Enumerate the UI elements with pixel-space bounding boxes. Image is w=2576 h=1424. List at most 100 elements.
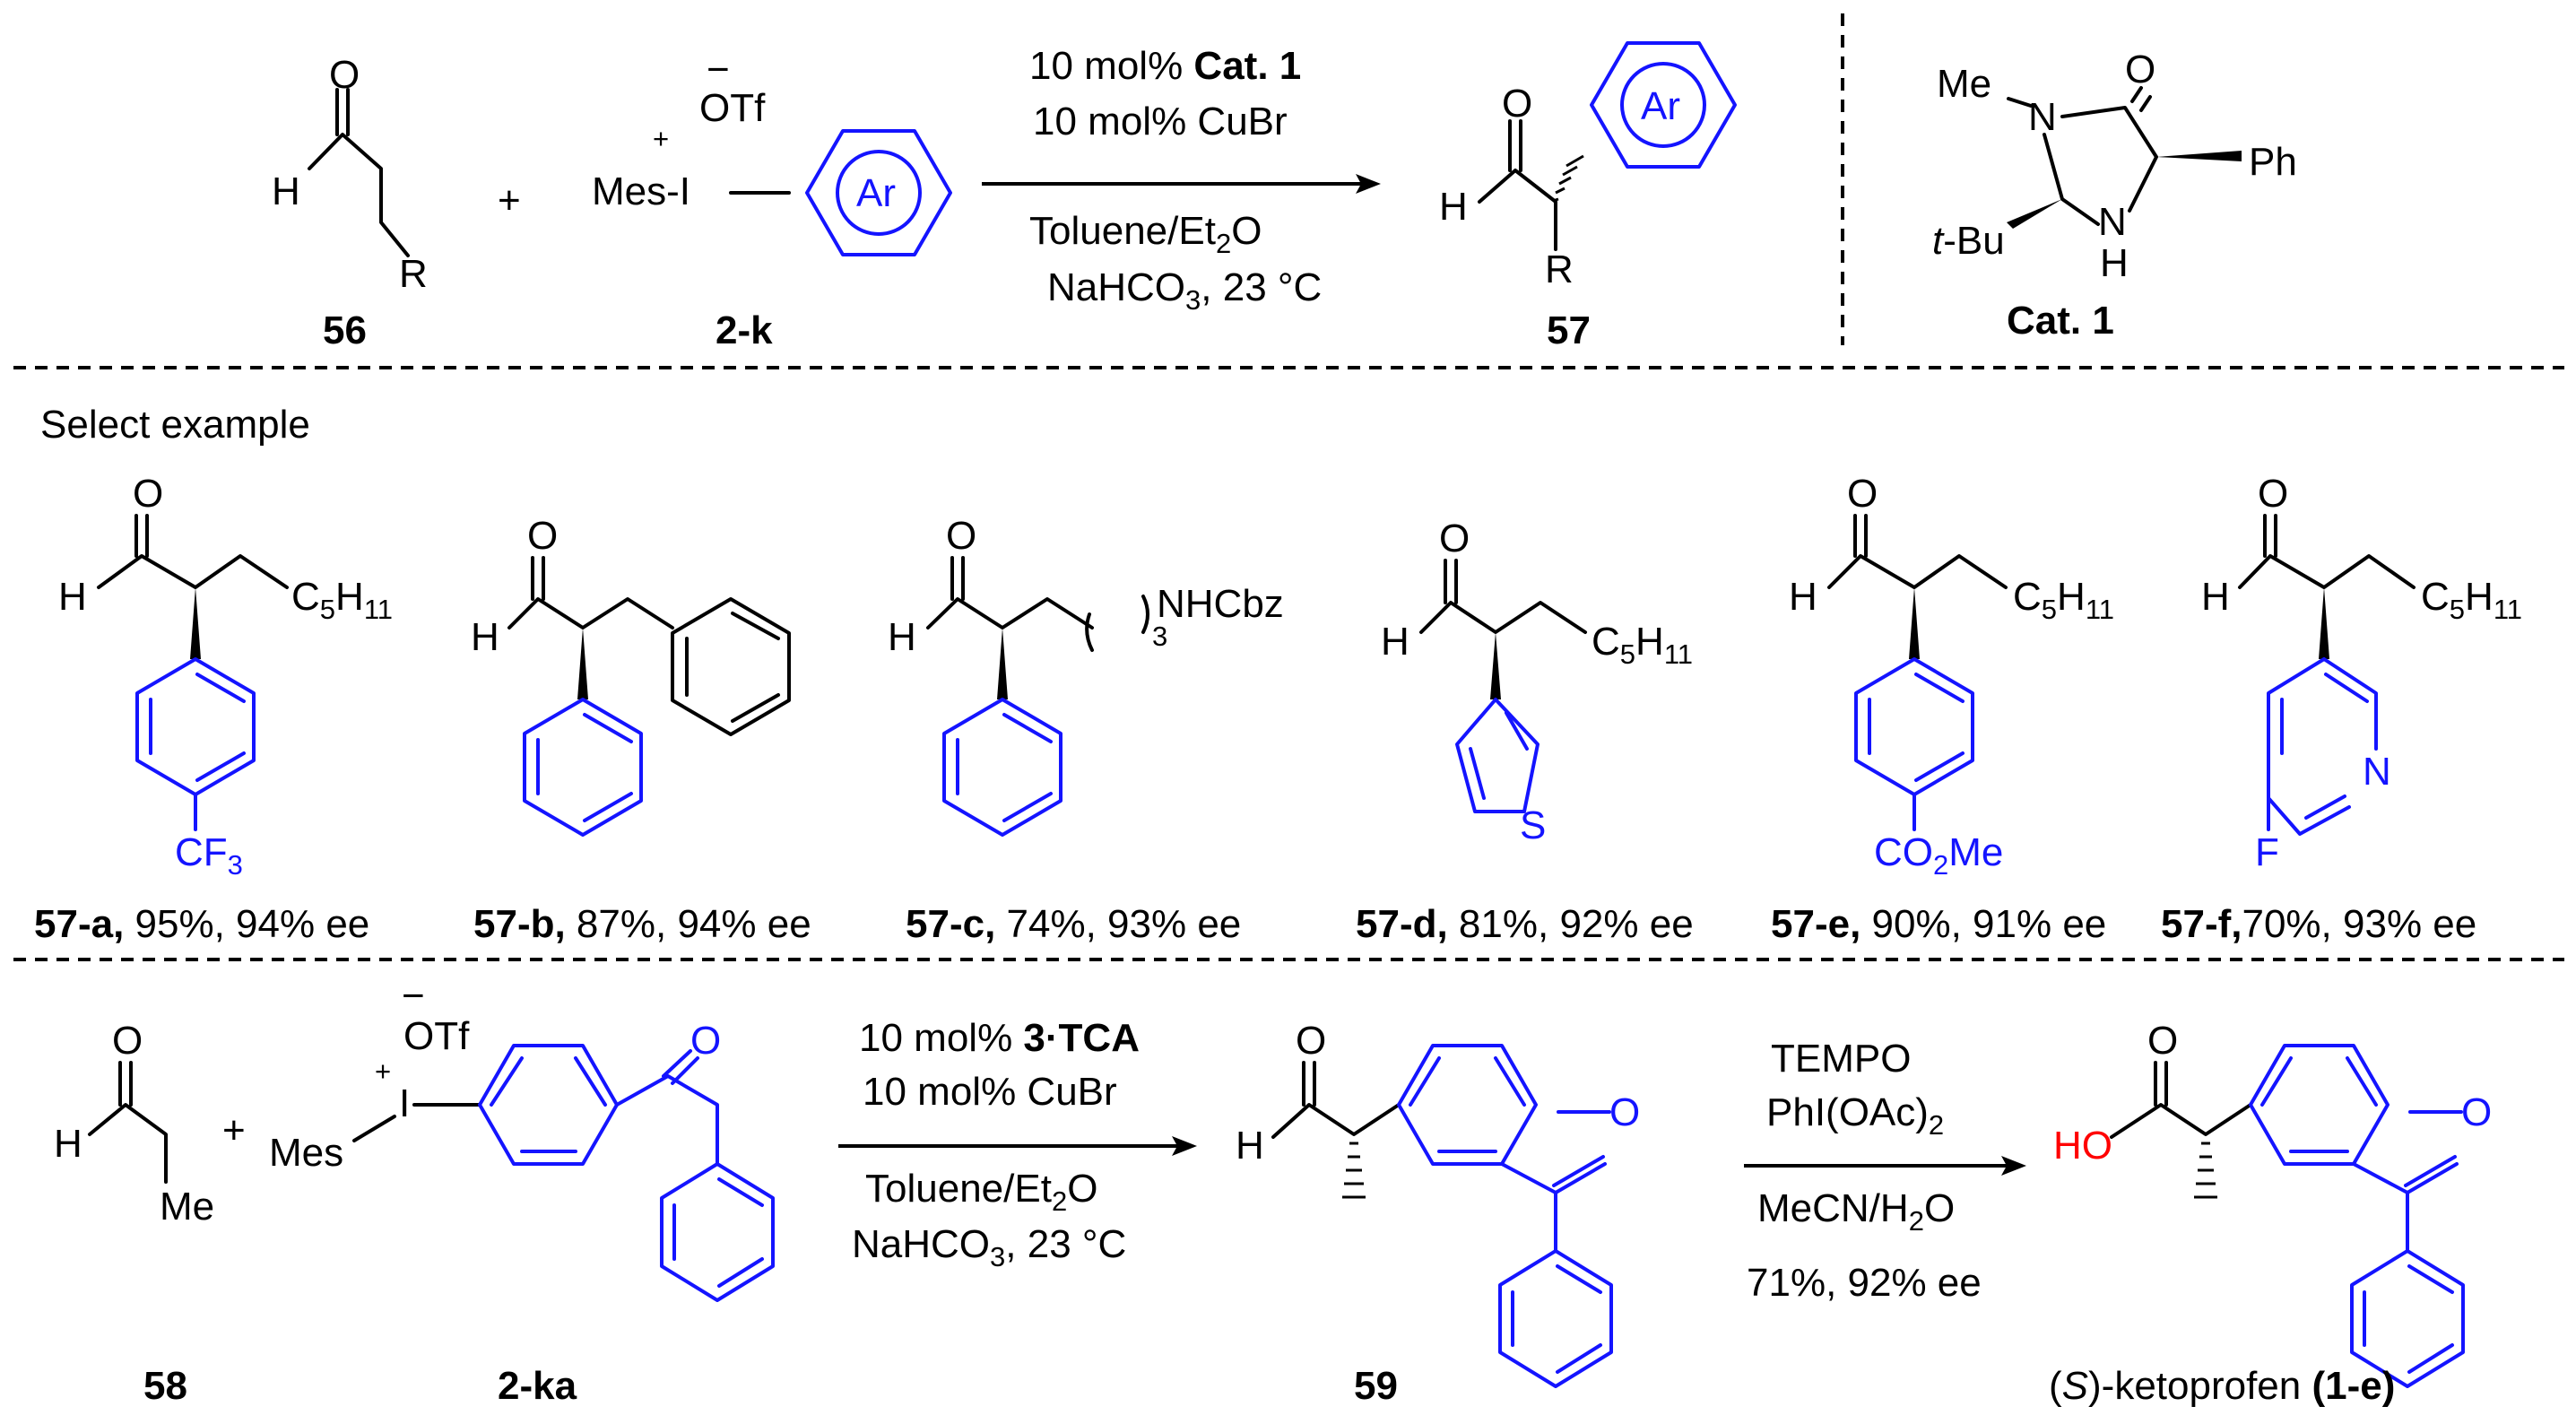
top-scheme: O H R 56 + − OTf + Mes-I Ar 2-k 10 mol% … bbox=[272, 13, 2297, 352]
product-57: O H R Ar bbox=[1439, 41, 1737, 291]
chain-label: C5H11 bbox=[2013, 575, 2114, 625]
tbu-label: t-Bu bbox=[1932, 219, 2005, 263]
example-label-57-b: 57-b, 87%, 94% ee bbox=[473, 902, 811, 946]
ketoprofen: O HO O bbox=[2053, 1019, 2492, 1388]
propanal-58: O H Me bbox=[54, 1019, 214, 1229]
atom-o: O bbox=[946, 514, 976, 558]
otf-label: OTf bbox=[699, 86, 766, 130]
plus-sign: + bbox=[498, 178, 521, 222]
yield-ee: 71%, 92% ee bbox=[1747, 1261, 1982, 1305]
atom-h: H bbox=[272, 169, 300, 213]
bottom-conditions-2: TEMPO PhI(OAc)2 MeCN/H2O 71%, 92% ee bbox=[1744, 1037, 2026, 1305]
compound-59-label: 59 bbox=[1354, 1364, 1398, 1408]
atom-r: R bbox=[1545, 247, 1574, 291]
atom-o: O bbox=[1502, 82, 1532, 126]
nitrogen-atom: N bbox=[2363, 750, 2391, 794]
ketoprofen-label: (S)-ketoprofen (1-e) bbox=[2049, 1364, 2395, 1408]
substituent-label: CF3 bbox=[175, 830, 243, 881]
catalyst-1: Me N O Ph t-Bu N H bbox=[1932, 48, 2297, 285]
atom-o: O bbox=[1296, 1019, 1326, 1063]
catalyst-label: Cat. 1 bbox=[2007, 299, 2114, 343]
chain-label: C5H11 bbox=[1592, 620, 1693, 670]
chain-label: NHCbz bbox=[1157, 582, 1284, 626]
atom-o: O bbox=[1609, 1090, 1640, 1134]
substituent-label: CO2Me bbox=[1874, 830, 2003, 881]
product-59: O H O bbox=[1236, 1019, 1640, 1388]
compound-57-label: 57 bbox=[1547, 308, 1591, 352]
cond-line2: 10 mol% CuBr bbox=[863, 1070, 1117, 1114]
methyl-label: Me bbox=[160, 1185, 214, 1229]
iodine-label: I bbox=[399, 1081, 410, 1125]
atom-h: H bbox=[1236, 1124, 1264, 1168]
methyl-label: Me bbox=[1937, 62, 1991, 106]
atom-h: H bbox=[471, 615, 499, 659]
compound-2k-label: 2-k bbox=[716, 308, 773, 352]
atom-o: O bbox=[1439, 517, 1470, 560]
atom-nh-h: H bbox=[2100, 241, 2129, 285]
atom-h: H bbox=[2201, 575, 2230, 619]
atom-o: O bbox=[2125, 48, 2155, 91]
otf-charge: − bbox=[402, 974, 425, 1018]
atom-h: H bbox=[888, 615, 916, 659]
example-label-57-d: 57-d, 81%, 92% ee bbox=[1356, 902, 1694, 946]
examples-header: Select example bbox=[40, 403, 310, 447]
phenyl-label: Ph bbox=[2249, 140, 2297, 184]
atom-o: O bbox=[133, 472, 163, 516]
example-label-57-f: 57-f,70%, 93% ee bbox=[2161, 902, 2476, 946]
atom-h: H bbox=[1439, 185, 1468, 229]
example-57-d: O H C5H11 S bbox=[1381, 517, 1693, 847]
substituent-label: F bbox=[2255, 830, 2279, 874]
compound-56-label: 56 bbox=[323, 308, 367, 352]
iodine-charge: + bbox=[653, 123, 669, 154]
atom-o: O bbox=[2147, 1019, 2178, 1063]
example-label-57-a: 57-a, 95%, 94% ee bbox=[34, 902, 369, 946]
mes-i-label: Mes-I bbox=[592, 169, 690, 213]
cond-line3: MeCN/H2O bbox=[1757, 1186, 1955, 1237]
bottom-scheme: O H Me 58 + − OTf + I Mes O 2-ka bbox=[54, 974, 2492, 1408]
example-57-b: O H bbox=[471, 514, 791, 837]
ar-label: Ar bbox=[1641, 84, 1680, 128]
cond-line4: NaHCO3, 23 °C bbox=[852, 1222, 1126, 1272]
atom-nh-n: N bbox=[2098, 200, 2127, 244]
aldehyde-56: O H R bbox=[272, 53, 428, 296]
atom-h: H bbox=[1789, 575, 1817, 619]
atom-o: O bbox=[527, 514, 558, 558]
iodine-charge: + bbox=[375, 1055, 391, 1087]
atom-o: O bbox=[329, 53, 360, 97]
atom-o: O bbox=[690, 1019, 721, 1063]
compound-58-label: 58 bbox=[143, 1364, 187, 1408]
iodonium-2k: − OTf + Mes-I Ar bbox=[592, 48, 952, 256]
cond-line4: NaHCO3, 23 °C bbox=[1047, 265, 1322, 316]
compound-2ka-label: 2-ka bbox=[498, 1364, 577, 1408]
atom-n: N bbox=[2028, 95, 2057, 139]
cond-line3: Toluene/Et2O bbox=[865, 1167, 1097, 1217]
chain-label: C5H11 bbox=[2421, 575, 2522, 625]
atom-o: O bbox=[2461, 1090, 2492, 1134]
bottom-conditions-1: 10 mol% 3·TCA 10 mol% CuBr Toluene/Et2O … bbox=[838, 1016, 1197, 1272]
cond-line2: PhI(OAc)2 bbox=[1766, 1090, 1944, 1141]
plus-sign: + bbox=[222, 1108, 246, 1152]
repeat-count: 3 bbox=[1152, 621, 1167, 652]
example-57-a: O H C5H11 CF3 bbox=[58, 472, 393, 881]
cond-line3: Toluene/Et2O bbox=[1029, 209, 1262, 259]
ar-label: Ar bbox=[856, 171, 896, 215]
otf-label: OTf bbox=[403, 1014, 470, 1058]
example-57-f: O H C5H11 N F bbox=[2201, 472, 2522, 874]
hydroxyl-label: HO bbox=[2053, 1124, 2112, 1168]
atom-h: H bbox=[54, 1122, 82, 1166]
mes-label: Mes bbox=[269, 1131, 343, 1175]
atom-h: H bbox=[1381, 620, 1409, 664]
atom-r: R bbox=[399, 252, 428, 296]
cond-line1: 10 mol% 3·TCA bbox=[859, 1016, 1140, 1060]
iodonium-2ka: − OTf + I Mes O bbox=[269, 974, 775, 1302]
cond-line1: TEMPO bbox=[1771, 1037, 1911, 1081]
example-57-e: O H C5H11 CO2Me bbox=[1789, 472, 2114, 881]
atom-h: H bbox=[58, 575, 87, 619]
atom-o: O bbox=[1847, 472, 1878, 516]
example-label-57-c: 57-c, 74%, 93% ee bbox=[906, 902, 1241, 946]
top-conditions: 10 mol% Cat. 1 10 mol% CuBr Toluene/Et2O… bbox=[982, 44, 1381, 316]
atom-o: O bbox=[112, 1019, 143, 1063]
example-label-57-e: 57-e, 90%, 91% ee bbox=[1771, 902, 2106, 946]
example-57-c: O H 3 NHCbz bbox=[888, 514, 1284, 837]
